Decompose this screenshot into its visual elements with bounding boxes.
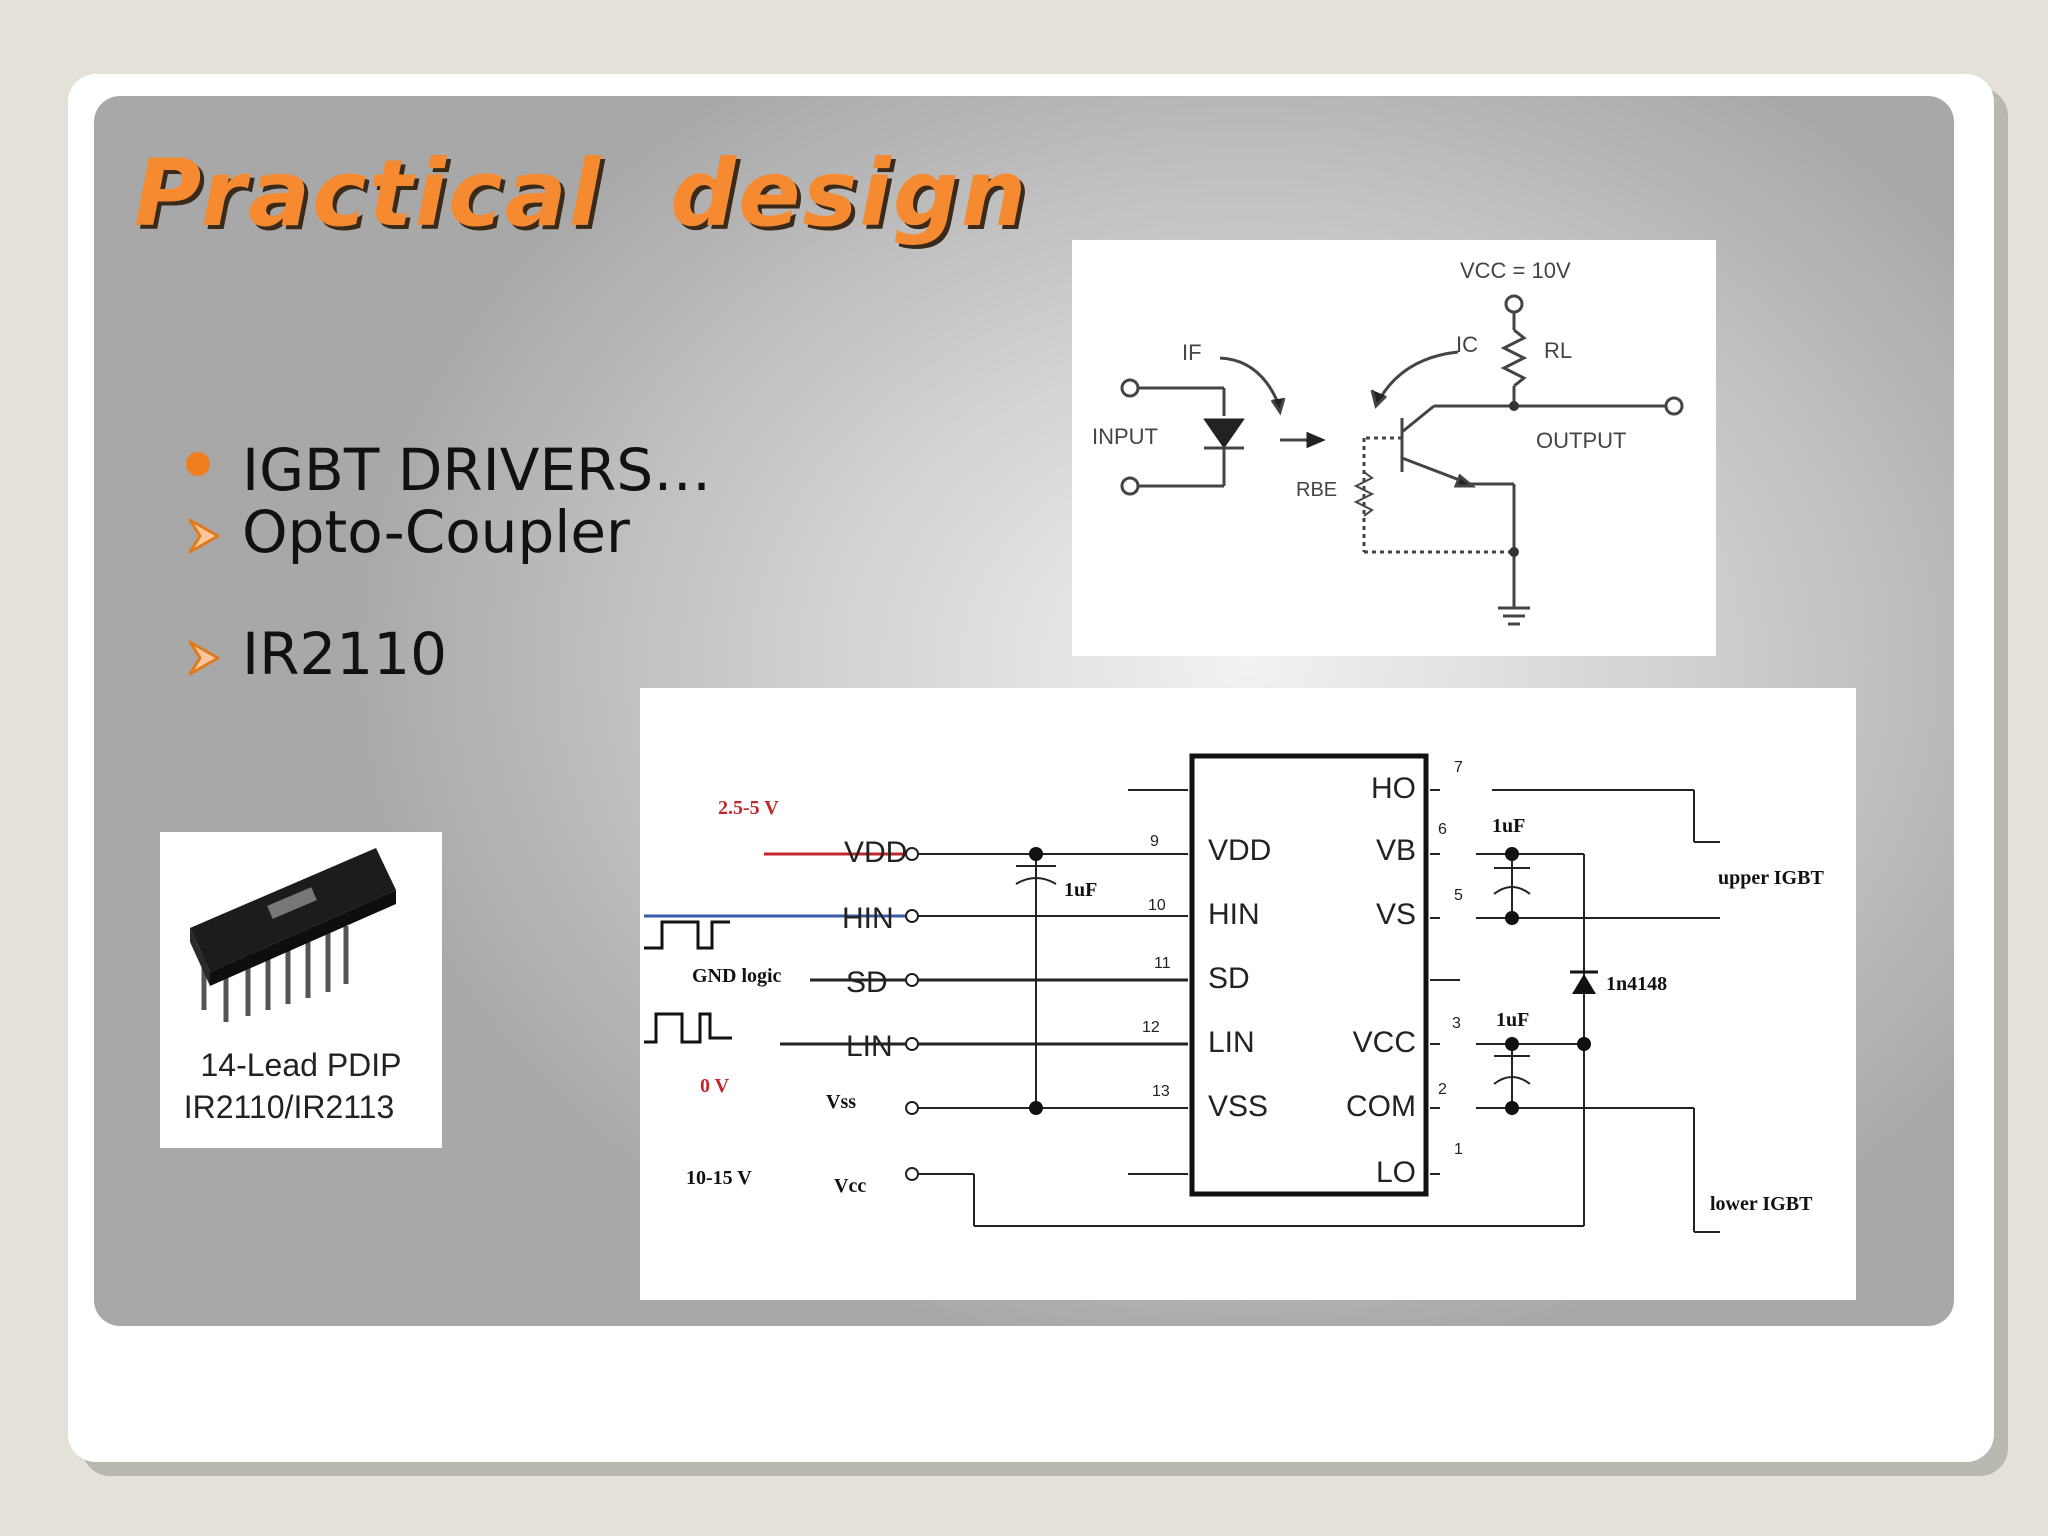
bullet-text: IGBT DRIVERS… — [242, 436, 712, 504]
ir2110-ic-body — [1189, 753, 1429, 1197]
pulse-wave-icon — [644, 920, 730, 950]
bullet-text: IR2110 — [242, 620, 448, 688]
pin-number: 1 — [1454, 1141, 1463, 1158]
vss-supply-label: Vss — [826, 1091, 856, 1113]
if-label: IF — [1182, 340, 1202, 365]
pin-number: 3 — [1452, 1015, 1461, 1032]
bullet-opto-coupler: Opto-Coupler — [186, 498, 630, 566]
pin-number: 11 — [1154, 955, 1171, 972]
zero-v-label: 0 V — [700, 1075, 730, 1097]
ic-pin-ho: HO — [1371, 772, 1416, 805]
rl-label: RL — [1544, 338, 1572, 363]
ic-pin-hin: HIN — [1208, 898, 1260, 931]
pin-number: 2 — [1438, 1081, 1447, 1098]
arrow-bullet-icon — [188, 640, 220, 676]
voltage-label-10-15v: 10-15 V — [686, 1167, 752, 1189]
pin-number: 13 — [1152, 1083, 1170, 1100]
bullet-igbt-drivers: IGBT DRIVERS… — [186, 436, 711, 504]
diode-icon — [1572, 974, 1596, 994]
rbe-label: RBE — [1296, 479, 1337, 501]
slide-title: Practical design — [134, 140, 1029, 247]
ic-pin-lin: LIN — [1208, 1026, 1255, 1059]
upper-igbt-label: upper IGBT — [1718, 867, 1824, 889]
ic-pin-sd: SD — [1208, 962, 1250, 995]
diode-label: 1n4148 — [1606, 973, 1667, 995]
ic-pin-com: COM — [1346, 1090, 1416, 1123]
input-pin-label: LIN — [846, 1030, 893, 1063]
ic-pin-vb: VB — [1376, 834, 1416, 867]
lower-igbt-label: lower IGBT — [1710, 1193, 1813, 1215]
ir2110-schematic: 2.5-5 V GND logic 0 V 10-15 V Vss Vcc VD… — [640, 688, 1856, 1300]
pin-number: 5 — [1454, 887, 1463, 904]
bullet-ir2110: IR2110 — [186, 620, 447, 688]
ic-pin-vss: VSS — [1208, 1090, 1268, 1123]
input-pin-label: HIN — [842, 902, 894, 935]
cap-label-input: 1uF — [1064, 879, 1097, 901]
ic-pin-lo: LO — [1376, 1156, 1416, 1189]
bullet-text: Opto-Coupler — [242, 498, 630, 566]
optocoupler-schematic: VCC = 10V IF IC RL RBE INPUT OUTPUT — [1072, 240, 1716, 656]
pin-number: 12 — [1142, 1019, 1160, 1036]
pin-number: 10 — [1148, 897, 1166, 914]
input-pin-label: SD — [846, 966, 888, 999]
input-pin-label: VDD — [844, 836, 907, 869]
dip-chip-icon — [190, 848, 396, 1022]
ic-pin-vs: VS — [1376, 898, 1416, 931]
ic-label: IC — [1456, 332, 1478, 357]
output-label: OUTPUT — [1536, 428, 1626, 453]
pulse-wave-icon — [644, 1012, 732, 1044]
cap-label-vcc: 1uF — [1496, 1009, 1529, 1031]
pin-number: 9 — [1150, 833, 1159, 850]
voltage-label-2-5v: 2.5-5 V — [718, 797, 779, 819]
chip-caption-line2: IR2110/IR2113 — [184, 1089, 395, 1125]
ic-pin-vcc: VCC — [1353, 1026, 1416, 1059]
cap-label-bootstrap: 1uF — [1492, 815, 1525, 837]
chip-photo: 14-Lead PDIP IR2110/IR2113 — [160, 832, 442, 1148]
arrow-bullet-icon — [188, 518, 220, 554]
ic-pin-vdd: VDD — [1208, 834, 1271, 867]
pin-number: 6 — [1438, 821, 1447, 838]
vcc-label: VCC = 10V — [1460, 258, 1571, 283]
chip-caption-line1: 14-Lead PDIP — [200, 1047, 401, 1083]
vcc-supply-label: Vcc — [834, 1175, 866, 1197]
gnd-logic-label: GND logic — [692, 965, 782, 987]
bullet-dot-icon — [186, 452, 210, 476]
pin-number: 7 — [1454, 759, 1463, 776]
input-label: INPUT — [1092, 424, 1158, 449]
